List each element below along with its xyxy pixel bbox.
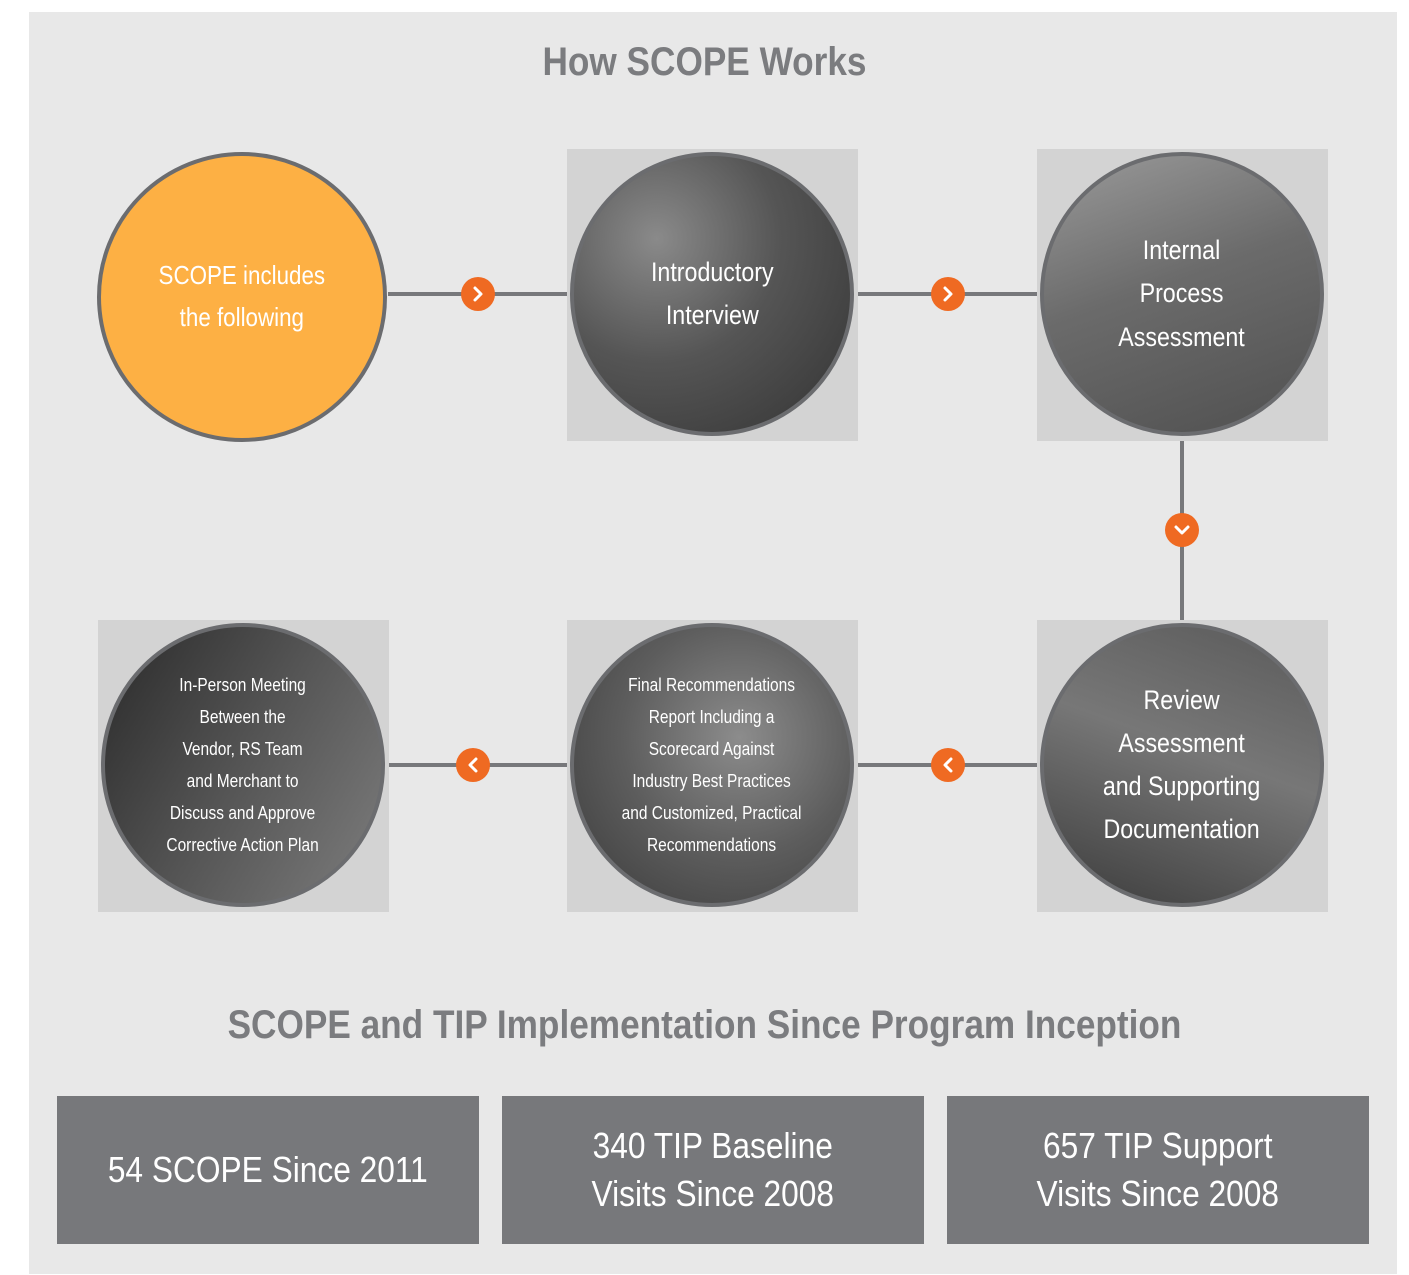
step-meeting-circle: In-Person Meeting Between the Vendor, RS… <box>101 623 385 907</box>
step-final-line: Industry Best Practices <box>632 771 792 791</box>
stat-line: 657 TIP Support <box>1043 1125 1273 1167</box>
step-start-line: the following <box>179 302 305 332</box>
arrow-right-icon <box>461 277 495 311</box>
stat-box-scope: 54 SCOPE Since 2011 <box>57 1096 479 1244</box>
stat-line: 54 SCOPE Since 2011 <box>108 1149 428 1191</box>
stat-line: 340 TIP Baseline <box>592 1125 834 1167</box>
step-final-line: Scorecard Against <box>649 738 775 759</box>
step-internal-line: Internal <box>1143 235 1221 266</box>
step-review-line: and Supporting <box>1103 771 1261 801</box>
step-start-circle: SCOPE includes the following <box>97 152 387 442</box>
step-internal-circle: Internal Process Assessment <box>1040 152 1324 436</box>
step-final-line: Report Including a <box>649 706 775 727</box>
step-start-line: SCOPE includes <box>158 260 326 291</box>
step-meeting-line: Between the <box>199 706 287 727</box>
step-final-circle: Final Recommendations Report Including a… <box>570 623 854 907</box>
step-review-line: Assessment <box>1118 727 1246 758</box>
stat-line: Visits Since 2008 <box>591 1173 835 1214</box>
arrow-right-icon <box>931 277 965 311</box>
stat-line: Visits Since 2008 <box>1036 1173 1280 1214</box>
step-review-line: Review <box>1143 684 1221 715</box>
step-internal-line: Process <box>1140 278 1224 309</box>
step-final-line: and Customized, Practical <box>622 803 802 824</box>
arrow-down-icon <box>1165 513 1199 547</box>
step-meeting-line: Corrective Action Plan <box>166 835 320 856</box>
step-meeting-line: Discuss and Approve <box>170 803 316 824</box>
step-meeting-line: Vendor, RS Team <box>182 738 304 759</box>
step-interview-circle: Introductory Interview <box>570 152 854 436</box>
page-title: How SCOPE Works <box>542 40 867 84</box>
step-meeting-line: and Merchant to <box>187 771 299 791</box>
step-review-line: Documentation <box>1103 814 1261 845</box>
step-interview-line: Introductory <box>650 256 774 287</box>
step-final-line: Recommendations <box>647 835 777 856</box>
step-review-circle: Review Assessment and Supporting Documen… <box>1040 623 1324 907</box>
step-interview-line: Interview <box>665 300 759 330</box>
stat-box-tip-support: 657 TIP Support Visits Since 2008 <box>947 1096 1369 1244</box>
arrow-left-icon <box>456 748 490 782</box>
section-title: SCOPE and TIP Implementation Since Progr… <box>227 1003 1182 1047</box>
step-final-line: Final Recommendations <box>628 674 796 695</box>
arrow-left-icon <box>931 748 965 782</box>
step-internal-line: Assessment <box>1118 321 1246 352</box>
stat-box-tip-baseline: 340 TIP Baseline Visits Since 2008 <box>502 1096 924 1244</box>
step-meeting-line: In-Person Meeting <box>179 674 307 695</box>
